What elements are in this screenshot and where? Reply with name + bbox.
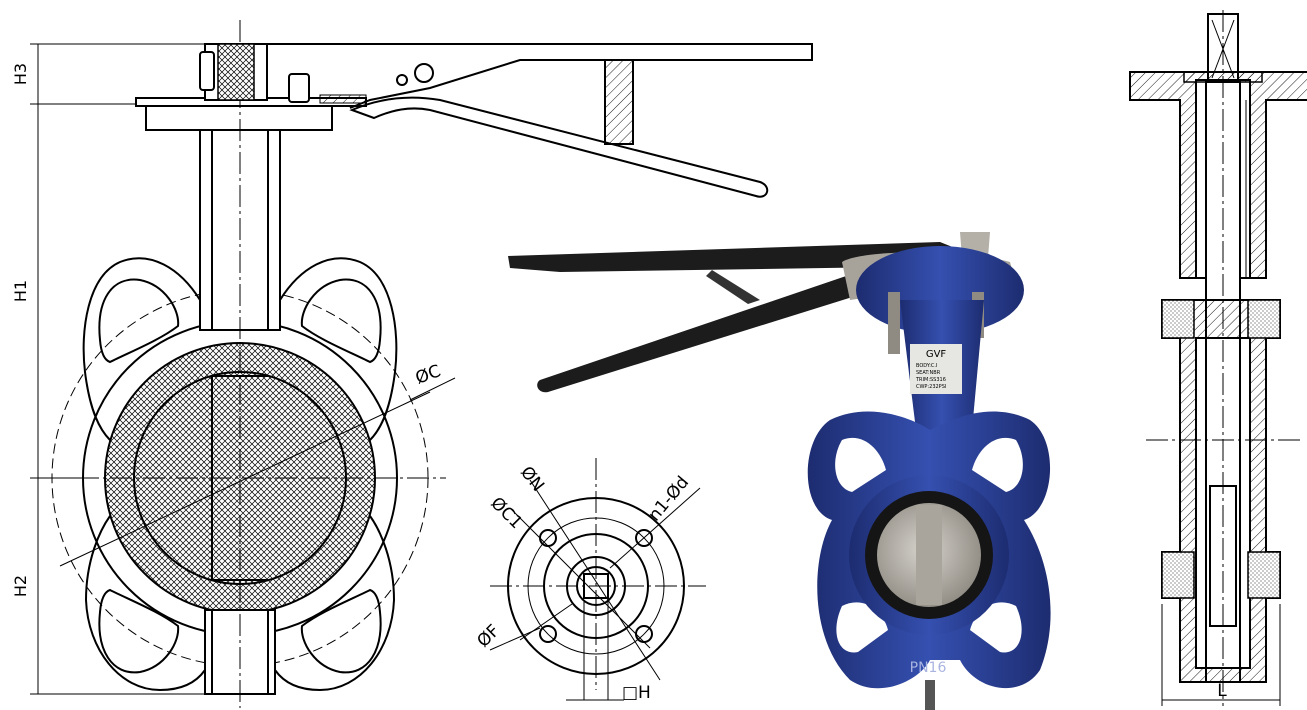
dim-phi-c1-label: ØC1: [486, 493, 526, 533]
dim-h1-label: H1: [11, 280, 30, 302]
top-flange-view: [489, 458, 706, 701]
dim-phi-c-label: ØC: [413, 361, 444, 388]
side-section-view: [1129, 10, 1307, 706]
dim-n1-phi-d-label: n1-Ød: [645, 473, 694, 526]
dim-square-h-label: □H: [622, 683, 651, 703]
photo-plate-line: CWP:232PSI: [916, 384, 946, 390]
dim-h3-label: H3: [11, 63, 30, 85]
photo-body-mark: PN16: [910, 660, 947, 676]
dim-h2-label: H2: [11, 575, 30, 597]
photo-plate-line: SEAT:NBR: [916, 370, 941, 376]
front-view: [30, 20, 813, 708]
photo-brand-label: GVF: [926, 349, 947, 360]
photo-plate-line: BODY:C.I: [916, 363, 937, 369]
valve-photo: [508, 232, 1051, 710]
dim-l-label: L: [1217, 681, 1227, 701]
photo-plate-line: TRIM:SS316: [915, 377, 946, 383]
dim-phi-f-label: ØF: [473, 621, 504, 652]
dim-phi-n-label: ØN: [516, 463, 548, 496]
